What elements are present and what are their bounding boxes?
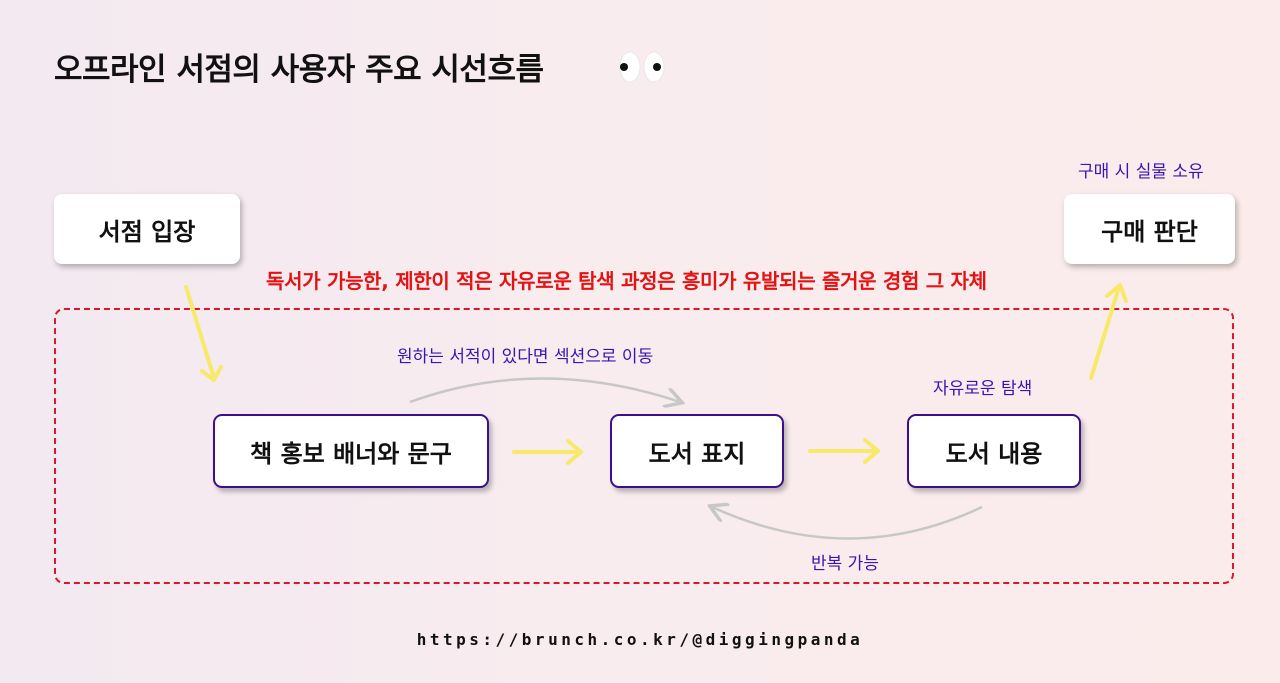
box-book-banner: 책 홍보 배너와 문구 (213, 414, 489, 488)
footer-url: https://brunch.co.kr/@diggingpanda (416, 630, 864, 649)
arrow-cover-to-content (808, 438, 880, 464)
arrow-content-to-purchase (1089, 283, 1128, 380)
exploration-area-outline (54, 308, 1234, 584)
arrow-entry-to-banner (184, 285, 223, 382)
eyes-emoji-icon (619, 51, 665, 83)
arrow-banner-to-cover (512, 439, 583, 465)
box-book-content: 도서 내용 (907, 414, 1081, 488)
arrow-curve-repeat (712, 507, 983, 540)
box-book-cover: 도서 표지 (610, 414, 784, 488)
page-title: 오프라인 서점의 사용자 주요 시선흐름 (54, 52, 544, 88)
label-free-explore: 자유로운 탐색 (933, 379, 1033, 399)
label-section-move: 원하는 서적이 있다면 섹션으로 이동 (397, 347, 654, 367)
box-store-entry: 서점 입장 (54, 194, 240, 264)
label-repeat: 반복 가능 (811, 554, 879, 574)
box-purchase-decision: 구매 판단 (1064, 194, 1235, 264)
label-purchase-note: 구매 시 실물 소유 (1078, 162, 1204, 182)
label-core-message: 독서가 가능한, 제한이 적은 자유로운 탐색 과정은 흥미가 유발되는 즐거운… (266, 269, 987, 293)
arrow-curve-section-move (409, 377, 680, 403)
